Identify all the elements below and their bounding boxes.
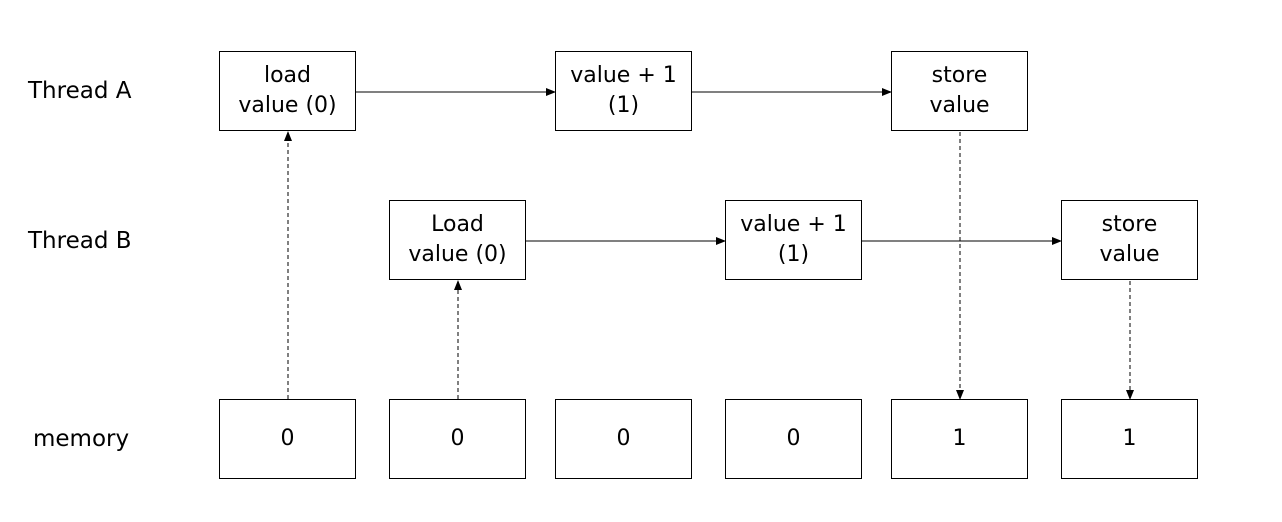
memory-cell-4: 0 (725, 399, 862, 479)
memory-cell-value: 0 (280, 426, 295, 451)
thread-a-increment-line1: value + 1 (570, 63, 677, 88)
thread-b-store-line2: value (1099, 242, 1160, 267)
thread-b-store-line1: store (1101, 212, 1158, 237)
thread-a-increment-box: value + 1 (1) (555, 51, 692, 131)
thread-b-load-line2: value (0) (408, 242, 507, 267)
thread-a-load-box: load value (0) (219, 51, 356, 131)
memory-cell-2: 0 (389, 399, 526, 479)
thread-b-increment-line1: value + 1 (740, 212, 847, 237)
thread-b-increment-line2: (1) (777, 242, 810, 267)
memory-cell-value: 0 (616, 426, 631, 451)
memory-cell-value: 1 (952, 426, 967, 451)
memory-cell-value: 0 (450, 426, 465, 451)
thread-b-store-box: store value (1061, 200, 1198, 280)
memory-cell-3: 0 (555, 399, 692, 479)
thread-b-increment-box: value + 1 (1) (725, 200, 862, 280)
thread-a-store-box: store value (891, 51, 1028, 131)
memory-cell-5: 1 (891, 399, 1028, 479)
thread-a-store-line1: store (931, 63, 988, 88)
thread-a-load-line1: load (263, 63, 312, 88)
thread-a-store-line2: value (929, 93, 990, 118)
thread-b-load-line1: Load (431, 212, 484, 237)
memory-cell-6: 1 (1061, 399, 1198, 479)
thread-b-load-box: Load value (0) (389, 200, 526, 280)
row-label-memory: memory (33, 426, 130, 452)
memory-cell-value: 0 (786, 426, 801, 451)
thread-a-load-line2: value (0) (238, 93, 337, 118)
memory-cell-value: 1 (1122, 426, 1137, 451)
thread-a-increment-line2: (1) (607, 93, 640, 118)
memory-cell-1: 0 (219, 399, 356, 479)
row-label-thread-b: Thread B (28, 228, 132, 254)
row-label-thread-a: Thread A (28, 78, 132, 104)
